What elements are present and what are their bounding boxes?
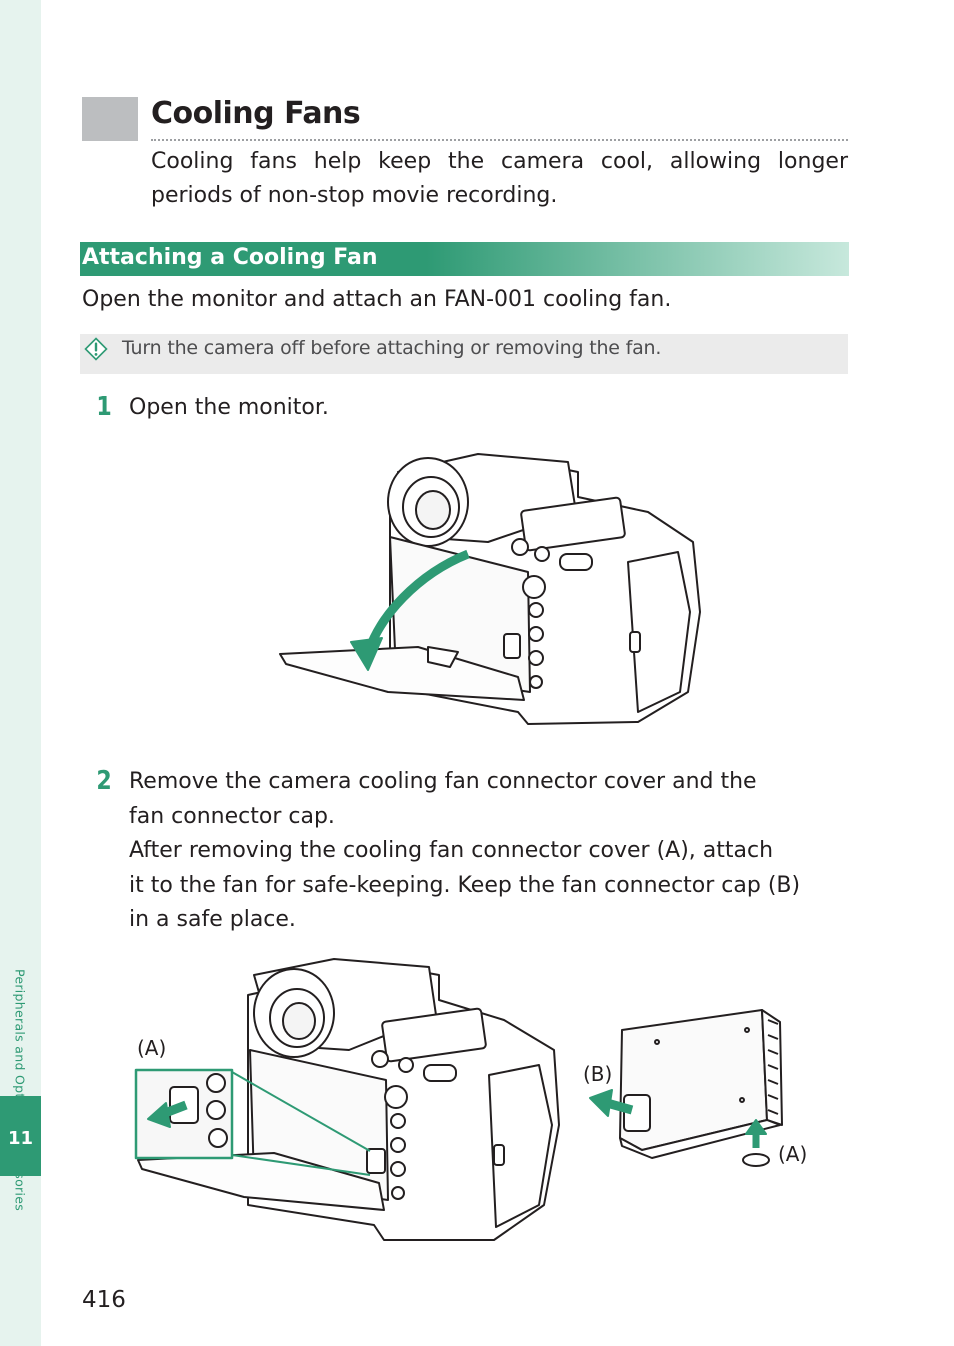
step-2-line-5: in a safe place. bbox=[129, 907, 296, 932]
page-title: Cooling Fans bbox=[151, 96, 361, 131]
step-2-line-3: After removing the cooling fan connector… bbox=[129, 838, 774, 863]
caution-text: Turn the camera off before attaching or … bbox=[122, 337, 662, 359]
label-b: (B) bbox=[583, 1062, 613, 1086]
label-a-camera: (A) bbox=[137, 1036, 167, 1060]
camera-connector-cover-illustration bbox=[134, 958, 560, 1241]
step-1-text: Open the monitor. bbox=[129, 395, 329, 420]
caution-icon bbox=[84, 337, 108, 361]
intro-paragraph: Cooling fans help keep the camera cool, … bbox=[151, 149, 848, 208]
caution-note bbox=[80, 334, 848, 374]
step-2-line-1: Remove the camera cooling fan connector … bbox=[129, 769, 757, 794]
step-1-number: 1 bbox=[96, 392, 112, 422]
section-marker bbox=[82, 97, 138, 141]
step-2-line-2: fan connector cap. bbox=[129, 803, 335, 829]
subsection-title: Attaching a Cooling Fan bbox=[82, 245, 378, 270]
subsection-bar bbox=[80, 242, 849, 276]
chapter-number-tab: 11 bbox=[0, 1096, 41, 1176]
lead-text: Open the monitor and attach an FAN-001 c… bbox=[82, 287, 672, 312]
camera-monitor-open-illustration bbox=[279, 453, 701, 725]
cooling-fan-illustration bbox=[589, 1009, 783, 1167]
step-2-number: 2 bbox=[96, 766, 112, 796]
title-divider bbox=[151, 139, 848, 141]
label-a-fan: (A) bbox=[778, 1142, 808, 1166]
page-number: 416 bbox=[82, 1287, 126, 1313]
step-2-line-4: it to the fan for safe-keeping. Keep the… bbox=[129, 872, 801, 898]
